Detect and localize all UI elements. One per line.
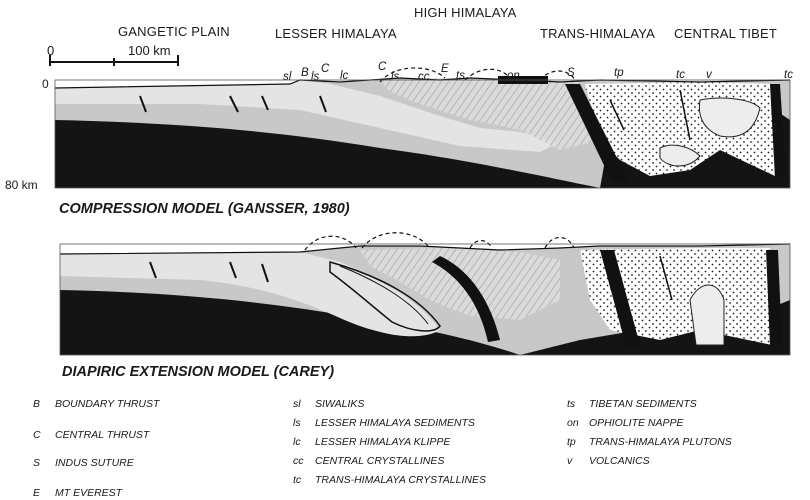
extension-model-title: DIAPIRIC EXTENSION MODEL (CAREY) — [62, 364, 334, 380]
scale-bar — [50, 55, 178, 66]
compression-section — [55, 68, 790, 188]
extension-section — [60, 233, 790, 355]
compression-model-title: COMPRESSION MODEL (GANSSER, 1980) — [59, 201, 350, 217]
